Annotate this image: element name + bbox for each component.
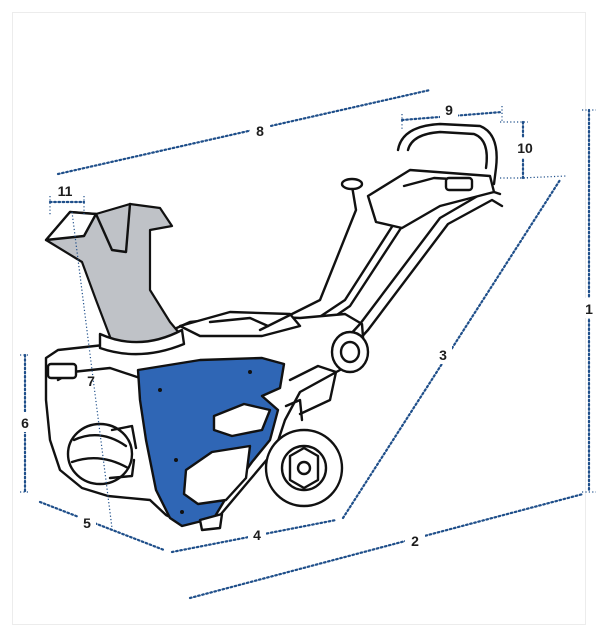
dimension-label-10: 10 [517, 140, 533, 156]
dimension-line-8 [56, 88, 432, 176]
auger [66, 422, 134, 486]
dimension-label-5: 5 [83, 515, 91, 531]
top-deck [178, 310, 302, 338]
side-panel [136, 356, 286, 528]
dimension-label-11: 11 [58, 183, 73, 199]
panel-cutout-upper [212, 402, 272, 438]
chute-base [98, 328, 186, 356]
dimension-label-8: 8 [256, 123, 264, 139]
dimension-label-6: 6 [21, 415, 29, 431]
dimension-label-7: 7 [87, 373, 95, 389]
crank-knob [340, 177, 364, 191]
dimension-label-4: 4 [253, 527, 261, 543]
dimension-line-7 [71, 211, 113, 529]
dimension-label-1: 1 [585, 301, 593, 317]
handle-loop [396, 122, 498, 186]
dimension-labels: 1 2 3 4 5 6 7 8 9 10 11 [16, 100, 598, 550]
snow-blower-illustration [44, 122, 504, 532]
chute-control-rod [258, 184, 358, 332]
handle-pivot [330, 330, 370, 374]
dimension-label-3: 3 [439, 347, 447, 363]
dimension-label-2: 2 [411, 533, 419, 549]
discharge-chute [44, 202, 182, 346]
dimension-label-9: 9 [445, 102, 453, 118]
panel-cutout-lower [182, 444, 252, 506]
headlight [46, 362, 78, 380]
dimension-line-2 [188, 492, 585, 600]
dimension-line-5 [38, 500, 166, 552]
